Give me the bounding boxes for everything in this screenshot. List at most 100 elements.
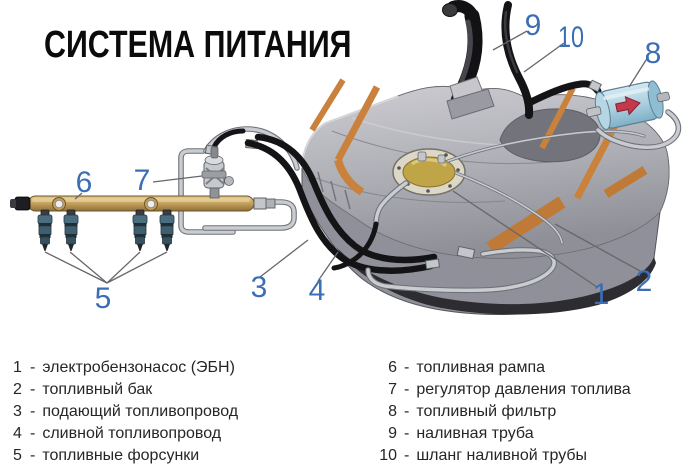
rail-tab-hole (146, 199, 156, 209)
filler-base (446, 88, 495, 120)
legend-item-7: 7-регулятор давления топлива (371, 379, 631, 401)
callout-number-1: 1 (593, 278, 610, 311)
legend-right-column: 6-топливная рампа 7-регулятор давления т… (371, 357, 631, 466)
strap (334, 158, 365, 196)
callout-line-5 (69, 251, 108, 284)
legend-num: 5 (13, 447, 22, 464)
legend-label: наливная труба (416, 425, 534, 442)
legend-num: 1 (13, 359, 22, 376)
callout-line-7 (152, 175, 203, 183)
page-title: СИСТЕМА ПИТАНИЯ (44, 24, 352, 66)
legend-num: 10 (379, 447, 397, 464)
fuel-injector (132, 209, 148, 252)
tank-side-crease (317, 171, 324, 193)
callout-number-4: 4 (309, 274, 326, 307)
fuel-injector (63, 209, 79, 252)
callout-number-5: 5 (95, 282, 112, 315)
hose-fitting (588, 79, 602, 93)
rail-highlight (32, 198, 250, 202)
fuel-pressure-regulator (201, 146, 234, 199)
callout-line-5 (106, 251, 168, 284)
hose-fitting (456, 245, 476, 260)
fuel-system-diagram: 1 2 3 4 5 6 7 8 9 10 (10, 0, 682, 316)
legend-separator: - (404, 359, 410, 376)
callout-number-7: 7 (134, 164, 151, 197)
rail-end-tip (10, 199, 16, 208)
legend-num: 8 (388, 403, 397, 420)
legend-label: регулятор давления топлива (416, 381, 631, 398)
fuel-injectors (37, 209, 175, 252)
fuel-injector (37, 209, 53, 252)
callout-line-6 (74, 192, 83, 200)
legend-label: топливные форсунки (42, 447, 200, 464)
legend-num: 2 (13, 381, 22, 398)
legend-separator: - (404, 403, 410, 420)
rail-end-cap (14, 196, 31, 211)
legend-separator: - (404, 425, 410, 442)
legend-separator: - (30, 425, 36, 442)
legend-item-10: 10-шланг наливной трубы (371, 445, 631, 466)
legend-separator: - (404, 447, 410, 464)
filler-pipe (442, 0, 495, 120)
tank-straps (309, 78, 648, 254)
hose-fitting (424, 258, 441, 270)
filter-inlet-hose (525, 79, 602, 107)
legend-left-column: 1-электробензонасос (ЭБН) 2-топливный ба… (13, 357, 238, 466)
callout-line-8 (628, 56, 649, 88)
callout-numbers: 1 2 3 4 5 6 7 8 9 10 (76, 9, 662, 315)
callout-line-1 (452, 190, 598, 288)
callout-number-2: 2 (636, 265, 653, 298)
legend-num: 9 (388, 425, 397, 442)
legend-label: топливный фильтр (416, 403, 557, 420)
callout-line-10 (523, 42, 565, 73)
pump-outlet-hose (331, 180, 409, 271)
legend-label: подающий топливопровод (42, 403, 239, 420)
tank-fuel-lines (446, 129, 646, 245)
legend-label: шланг наливной трубы (416, 447, 588, 464)
legend-label: электробензонасос (ЭБН) (42, 359, 235, 376)
rail-outlet-fitting (253, 197, 267, 210)
legend-item-2: 2-топливный бак (13, 379, 238, 401)
legend-num: 7 (388, 381, 397, 398)
tank-side-crease (330, 180, 337, 202)
filter-inlet-nipple (586, 106, 602, 118)
filter-outlet-nipple (656, 91, 670, 103)
callout-number-8: 8 (645, 37, 662, 70)
legend-separator: - (30, 359, 36, 376)
legend-label: сливной топливопровод (42, 425, 222, 442)
strap (309, 78, 346, 132)
legend-item-3: 3-подающий топливопровод (13, 401, 238, 423)
legend-separator: - (30, 447, 36, 464)
legend-num: 3 (13, 403, 22, 420)
legend-item-4: 4-сливной топливопровод (13, 423, 238, 445)
callout-number-6: 6 (76, 166, 93, 199)
fuel-hoses (244, 133, 557, 294)
filter-outlet-pipe (595, 109, 682, 151)
return-fuel-line (254, 133, 438, 264)
tank-crease (315, 177, 506, 203)
tank-side-crease (344, 189, 351, 210)
strap (486, 196, 566, 254)
callout-line-9 (492, 30, 528, 51)
fuel-injector (159, 209, 175, 252)
callout-number-3: 3 (251, 271, 268, 304)
callout-line-2 (554, 223, 641, 272)
legend-item-8: 8-топливный фильтр (371, 401, 631, 423)
under-tank-pipe (365, 247, 557, 294)
tank-bottom-shadow (336, 247, 656, 315)
strap (603, 166, 648, 198)
legend-item-9: 9-наливная труба (371, 423, 631, 445)
callout-line-3 (259, 239, 309, 278)
callout-number-10: 10 (558, 21, 584, 54)
rail-tab-hole (54, 199, 64, 209)
legend-num: 6 (388, 359, 397, 376)
regulator-hose (211, 128, 246, 150)
callout-number-9: 9 (525, 9, 542, 42)
fuel-filter (586, 80, 670, 130)
legend-label: топливный бак (42, 381, 153, 398)
rail-outlet-nut (265, 198, 276, 209)
supply-fuel-line (244, 139, 435, 274)
callout-line-4 (317, 251, 339, 282)
legend-label: топливная рампа (416, 359, 546, 376)
